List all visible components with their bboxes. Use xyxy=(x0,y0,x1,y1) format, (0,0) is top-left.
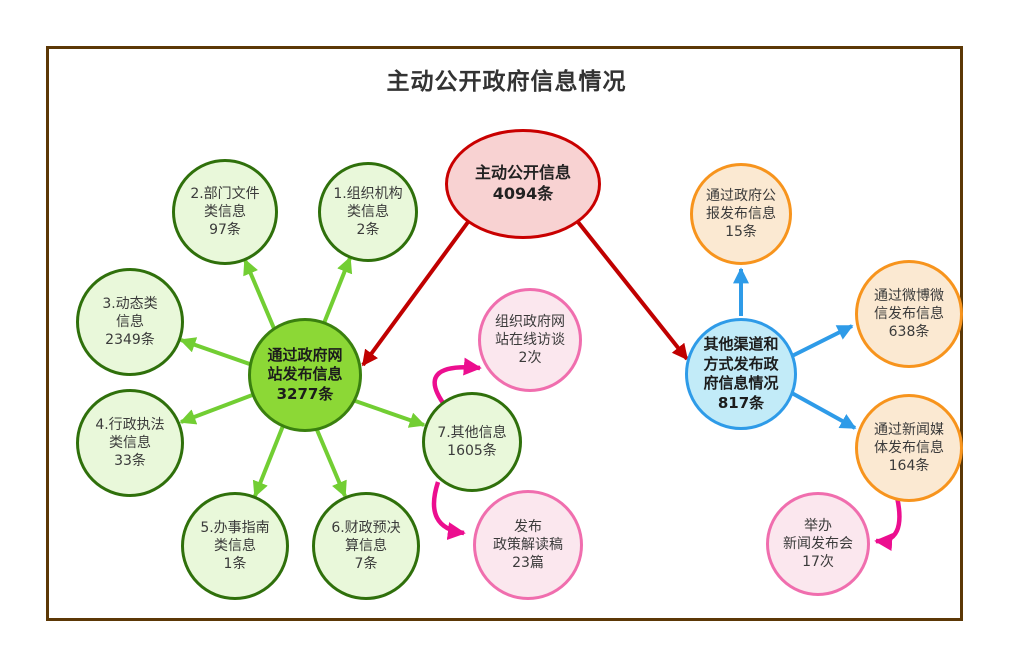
node-department-docs-info: 2.部门文件 类信息 97条 xyxy=(172,159,278,265)
node-service-guide-info: 5.办事指南 类信息 1条 xyxy=(181,492,289,600)
diagram-border-frame xyxy=(46,46,963,621)
node-dynamic-info: 3.动态类 信息 2349条 xyxy=(76,268,184,376)
node-online-interview: 组织政府网 站在线访谈 2次 xyxy=(478,288,582,392)
red-arrows xyxy=(361,220,689,367)
node-website-hub: 通过政府网 站发布信息 3277条 xyxy=(248,318,362,432)
node-press-conference: 举办 新闻发布会 17次 xyxy=(766,492,870,596)
node-fiscal-budget-info: 6.财政预决 算信息 7条 xyxy=(312,492,420,600)
magenta-arrows xyxy=(431,357,902,552)
node-other-channels-hub: 其他渠道和 方式发布政 府信息情况 817条 xyxy=(685,318,797,430)
node-weibo-wechat: 通过微博微 信发布信息 638条 xyxy=(855,260,963,368)
node-org-structure-info: 1.组织机构 类信息 2条 xyxy=(318,162,418,262)
node-main-disclosure: 主动公开信息 4094条 xyxy=(445,129,601,239)
blue-arrows xyxy=(733,267,857,430)
node-other-info: 7.其他信息 1605条 xyxy=(422,392,522,492)
node-news-media: 通过新闻媒 体发布信息 164条 xyxy=(855,394,963,502)
node-government-gazette: 通过政府公 报发布信息 15条 xyxy=(690,163,792,265)
diagram-title: 主动公开政府信息情况 xyxy=(386,69,627,95)
node-law-enforcement-info: 4.行政执法 类信息 33条 xyxy=(76,389,184,497)
node-policy-interpretation: 发布 政策解读稿 23篇 xyxy=(473,490,583,600)
